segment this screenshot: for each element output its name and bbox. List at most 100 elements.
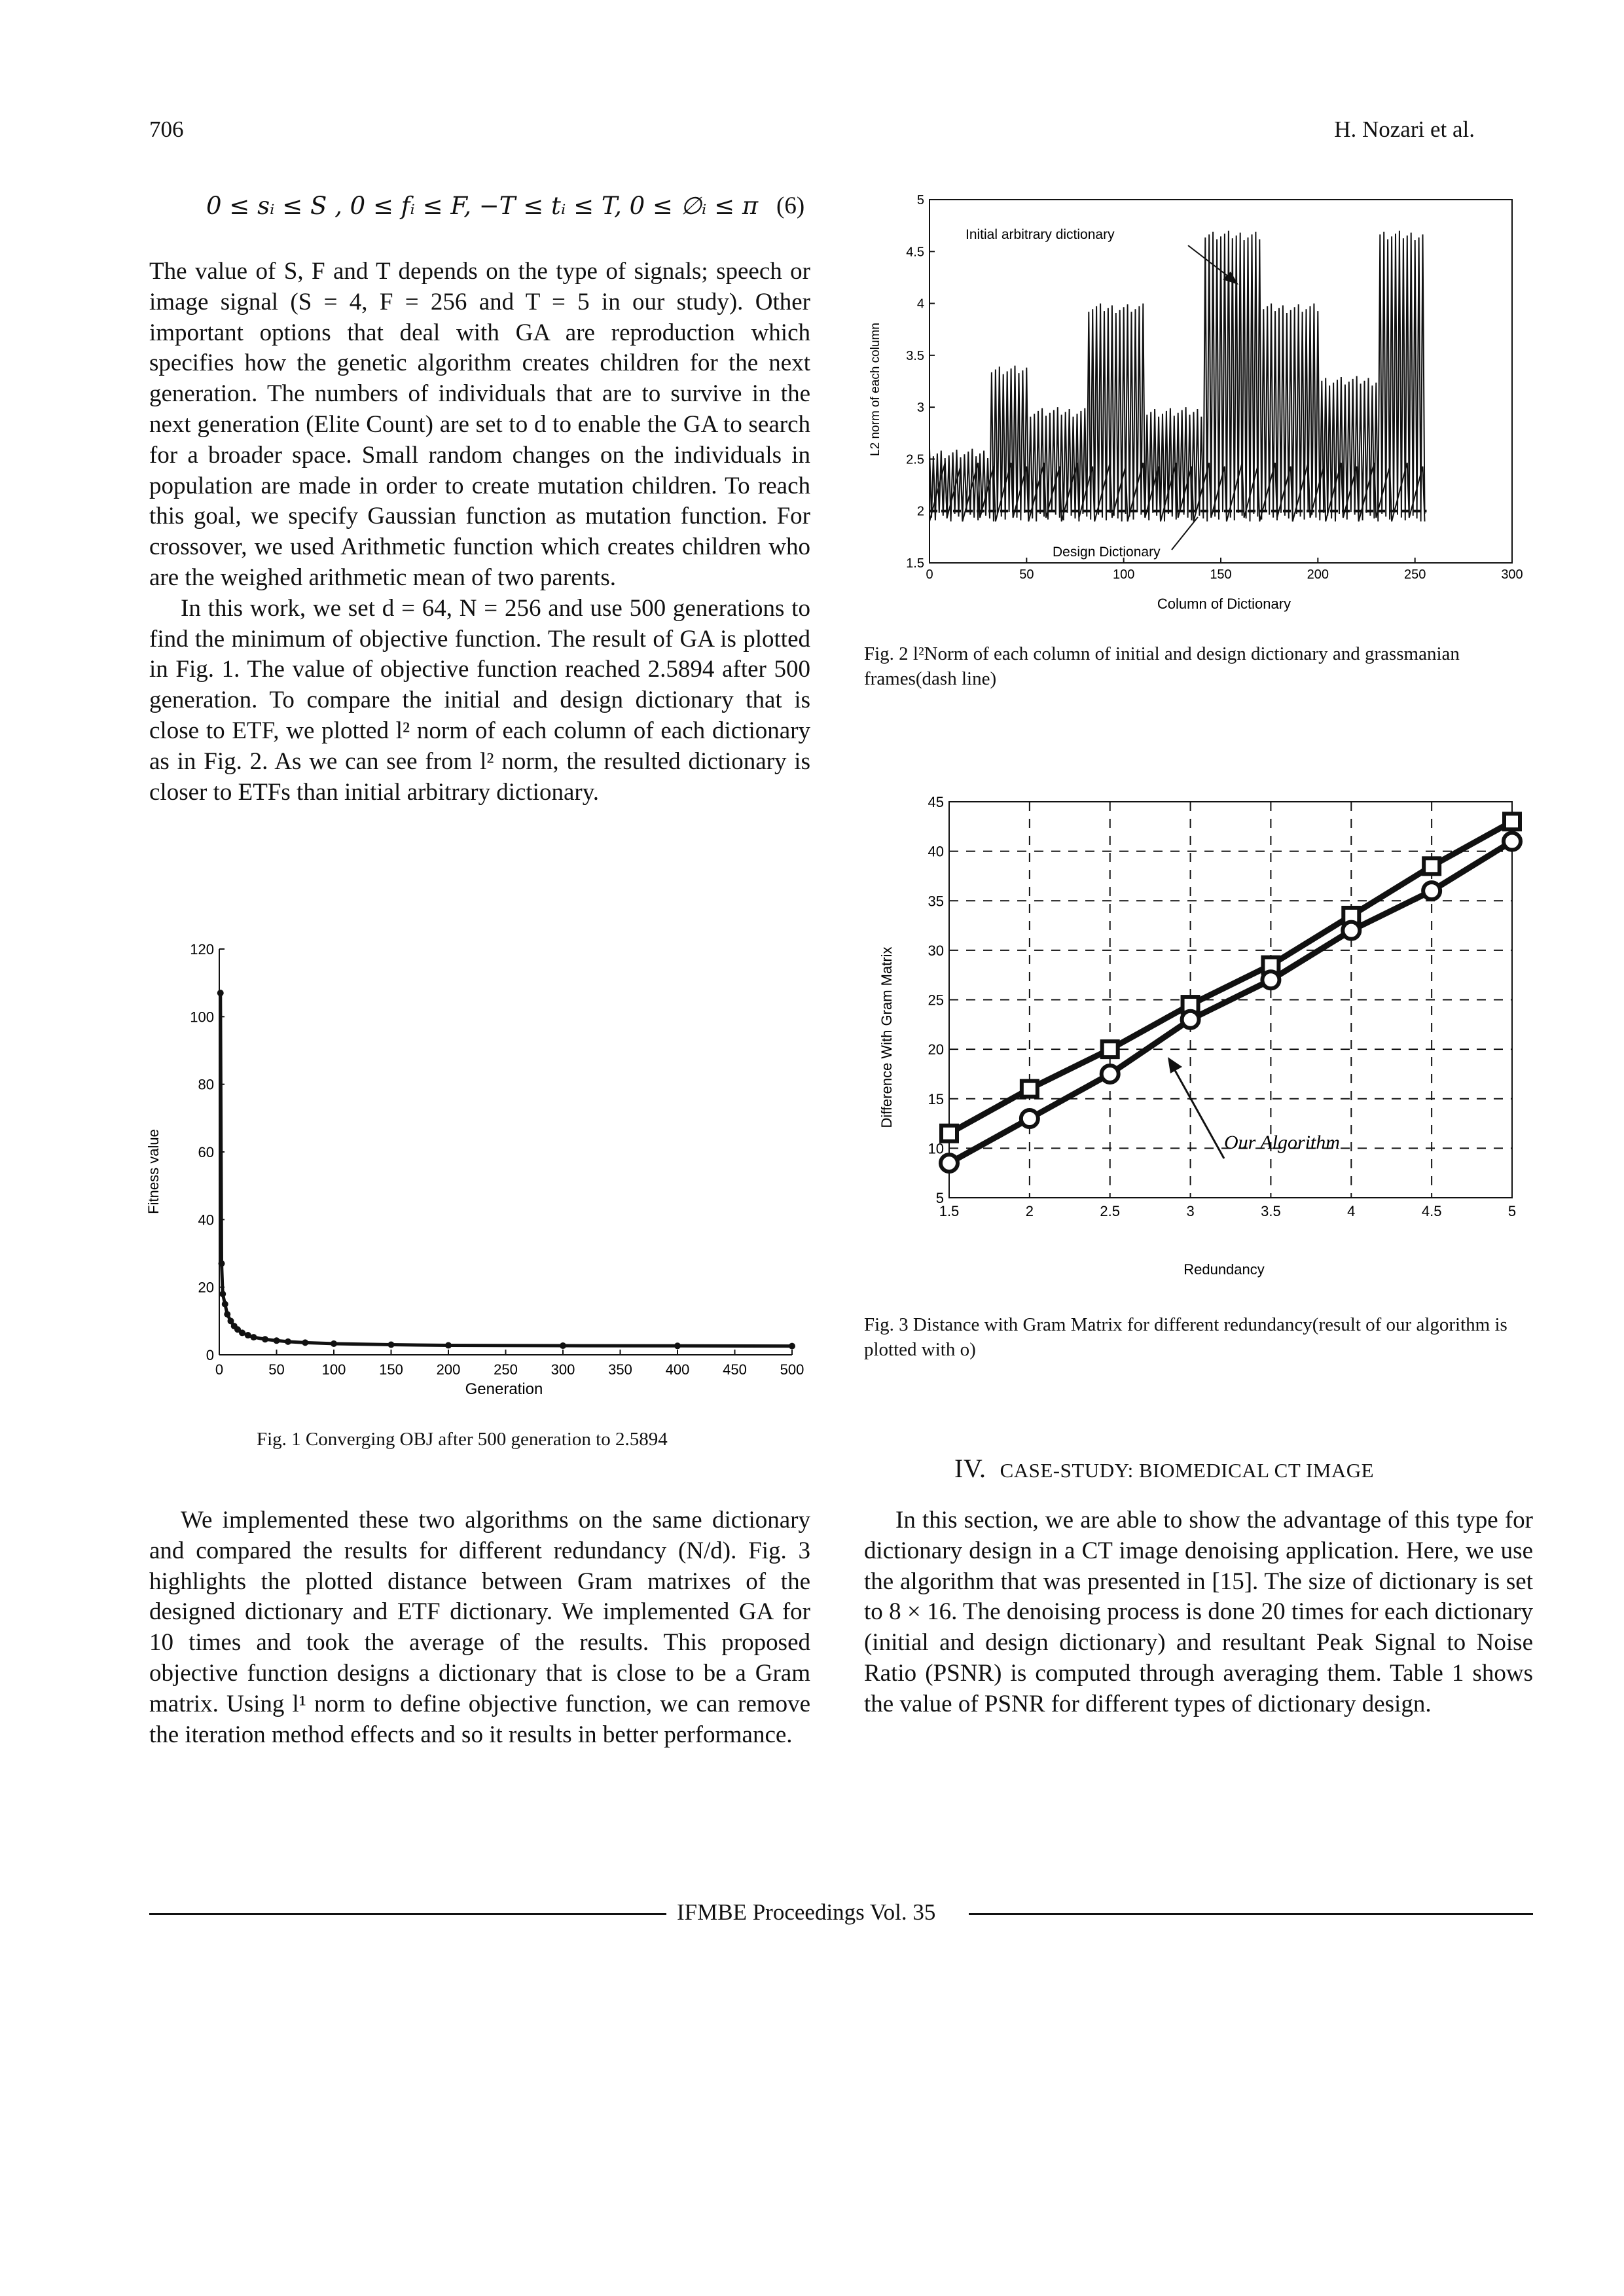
fig2-annotation-initial: Initial arbitrary dictionary	[965, 227, 1115, 242]
paragraph-case-study: In this section, we are able to show the…	[864, 1507, 1533, 1717]
fig3-y-tick-label: 5	[936, 1190, 944, 1206]
fig1-x-tick-label: 450	[723, 1361, 747, 1378]
fig3-x-tick-label: 2	[1026, 1203, 1034, 1219]
fig3-circle-marker	[1019, 1108, 1040, 1129]
fig3-x-tick-label: 3.5	[1261, 1203, 1281, 1219]
fig2-y-axis-label: L2 norm of each column	[869, 323, 882, 456]
left-column-top: The value of S, F and T depends on the t…	[149, 257, 810, 808]
fig3-x-tick-label: 4	[1347, 1203, 1355, 1219]
paragraph-comparison: We implemented these two algorithms on t…	[149, 1507, 810, 1748]
fig1-data-point	[239, 1329, 245, 1336]
fig1-data-point	[234, 1326, 241, 1333]
fig3-x-tick-label: 5	[1508, 1203, 1516, 1219]
fig1-y-tick-label: 20	[198, 1280, 214, 1296]
fig2-y-tick-label: 4.5	[906, 245, 924, 259]
fig1-axes	[219, 949, 792, 1355]
section-heading: IV. CASE-STUDY: BIOMEDICAL CT IMAGE	[954, 1453, 1374, 1484]
paragraph-experiment: In this work, we set d = 64, N = 256 and…	[149, 594, 810, 806]
fig2-caption: Fig. 2 l²Norm of each column of initial …	[864, 643, 1460, 689]
fig1-x-tick-label: 200	[437, 1361, 461, 1378]
fig3-caption: Fig. 3 Distance with Gram Matrix for dif…	[864, 1314, 1507, 1360]
fig1-data-point	[217, 990, 224, 997]
fig1-points	[217, 990, 795, 1350]
equation-number: (6)	[776, 192, 805, 219]
fig3-x-tick-label: 1.5	[939, 1203, 960, 1219]
fig2-x-tick-label: 50	[1019, 567, 1034, 582]
fig1-data-point	[560, 1342, 566, 1350]
fig3-annotation-our-algorithm: Our Algorithm	[1224, 1132, 1340, 1153]
fig2-x-tick-label: 300	[1501, 567, 1523, 582]
fig1-x-tick-label: 150	[379, 1361, 403, 1378]
fig1-y-tick-label: 60	[198, 1144, 214, 1160]
page-number: 706	[149, 117, 184, 142]
fig1-x-tick-label: 100	[322, 1361, 346, 1378]
fig2-annotation-initial-arrowhead	[1223, 272, 1238, 285]
left-column-bottom: We implemented these two algorithms on t…	[149, 1505, 810, 1750]
fig3-circle-marker	[1341, 920, 1362, 941]
fig3-y-tick-label: 40	[928, 844, 944, 860]
equation-6: 0 ≤ sᵢ ≤ S , 0 ≤ fᵢ ≤ F, −T ≤ tᵢ ≤ T, 0 …	[206, 192, 759, 220]
fig1-y-axis-label: Fitness value	[145, 1129, 162, 1214]
fig2-y-tick-label: 3.5	[906, 349, 924, 363]
fig2-x-tick-label: 0	[926, 567, 933, 582]
fig3-circle-marker	[1502, 831, 1523, 852]
section-number: IV.	[954, 1454, 986, 1483]
fig3-square-marker	[1019, 1079, 1039, 1099]
fig2-initial-dictionary-line	[929, 230, 1426, 522]
fig2-x-tick-label: 100	[1113, 567, 1134, 582]
fig2-y-tick-label: 3	[917, 401, 924, 415]
fig2-x-tick-label: 150	[1210, 567, 1231, 582]
fig3-square-marker	[1100, 1039, 1120, 1060]
fig1-x-tick-label: 400	[666, 1361, 690, 1378]
fig3-y-tick-label: 30	[928, 942, 944, 959]
fig2-y-tick-label: 2.5	[906, 452, 924, 467]
fig1-data-point	[224, 1311, 231, 1318]
fig3-x-axis-label: Redundancy	[1183, 1261, 1265, 1278]
fig1-x-tick-label: 250	[494, 1361, 518, 1378]
fig3-circle-marker	[939, 1153, 960, 1174]
fig1-y-tick-label: 0	[206, 1347, 214, 1363]
fig2-design-dictionary-line	[929, 462, 1426, 522]
fig2-y-tick-label: 5	[917, 193, 924, 207]
fig3-plot-frame	[948, 801, 1513, 1198]
fig3-square-marker	[939, 1123, 959, 1143]
right-column-text: In this section, we are able to show the…	[864, 1505, 1533, 1720]
fig1-data-point	[285, 1338, 291, 1345]
fig3-circle-marker	[1260, 969, 1282, 991]
fig2-y-tick-label: 4	[917, 297, 924, 312]
fig3-square-marker	[1422, 856, 1442, 876]
fig3-axes	[948, 801, 1513, 1198]
fig1-data-point	[302, 1339, 309, 1346]
fig3-circle-marker	[1180, 1009, 1201, 1030]
fig1-x-tick-label: 0	[215, 1361, 223, 1378]
fig3-markers	[939, 812, 1523, 1174]
fig3-x-tick-label: 2.5	[1100, 1203, 1120, 1219]
fig2-annotation-design-arrow	[1171, 516, 1199, 550]
paragraph-variables: The value of S, F and T depends on the t…	[149, 258, 810, 591]
fig1-data-point	[273, 1337, 280, 1344]
section-title: CASE-STUDY: BIOMEDICAL CT IMAGE	[1000, 1459, 1375, 1482]
footer-rule-right	[969, 1913, 1533, 1915]
fig1-data-point	[674, 1342, 681, 1350]
fig1-data-point	[221, 1300, 228, 1308]
fig1-y-tick-label: 120	[190, 941, 214, 958]
running-header-authors: H. Nozari et al.	[1334, 117, 1475, 142]
fig2-annotation-initial-arrow	[1187, 245, 1231, 279]
fig1-data-point	[227, 1318, 234, 1325]
fig1-data-point	[250, 1334, 257, 1341]
fig1-data-point	[244, 1332, 251, 1339]
fig1-data-point	[262, 1336, 268, 1343]
fig1-data-point	[445, 1342, 452, 1349]
fig3-y-tick-label: 25	[928, 992, 944, 1009]
footer-text: IFMBE Proceedings Vol. 35	[677, 1899, 936, 1925]
fig3-x-tick-label: 3	[1186, 1203, 1194, 1219]
fig1-fitness-curve	[219, 993, 793, 1348]
fig1-data-point	[331, 1340, 337, 1347]
fig1-x-tick-label: 50	[268, 1361, 284, 1378]
fig1-data-point	[218, 1260, 225, 1267]
fig3-circle-marker	[1421, 880, 1443, 902]
